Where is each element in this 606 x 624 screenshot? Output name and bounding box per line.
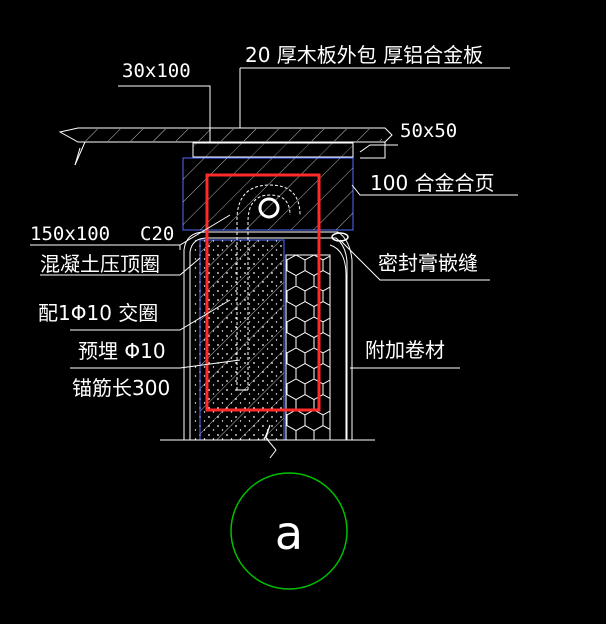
detail-circle: [230, 472, 348, 590]
label-angle-dim: 50x50: [400, 120, 457, 142]
label-rebar: 配1Φ10 交圈: [38, 301, 158, 325]
angle-bracket: [192, 141, 386, 159]
insulation-hex: [286, 255, 330, 440]
label-beam-dim: 150x100: [30, 223, 110, 245]
wood-board: [58, 127, 393, 166]
board-break: [74, 141, 86, 166]
parapet-outline: [183, 231, 353, 440]
detail-mark-letter: a: [275, 506, 303, 560]
label-sealant: 密封膏嵌缝: [378, 251, 478, 275]
sealant-joint: [331, 232, 349, 242]
label-cap: 100 合金合页: [370, 171, 495, 195]
label-membrane: 附加卷材: [365, 338, 445, 362]
rebar-phi10: [258, 197, 280, 219]
board-outline: [58, 127, 393, 143]
label-concrete-grade: C20: [140, 223, 174, 245]
label-anchor: 锚筋长300: [72, 376, 170, 400]
leaders: [30, 67, 518, 369]
detail-mark: a: [230, 472, 348, 590]
label-ring-beam: 混凝土压顶圈: [40, 252, 160, 276]
anchor-rebar: [236, 184, 301, 391]
board-hatch: [84, 129, 382, 141]
label-top-note: 20 厚木板外包 厚铝合金板: [245, 43, 483, 67]
label-embed: 预埋 Φ10: [78, 339, 166, 363]
parapet-body: [160, 231, 375, 459]
label-board-dim: 30x100: [122, 60, 191, 82]
break-mark: [263, 424, 277, 459]
highlight-box: [205, 173, 321, 412]
